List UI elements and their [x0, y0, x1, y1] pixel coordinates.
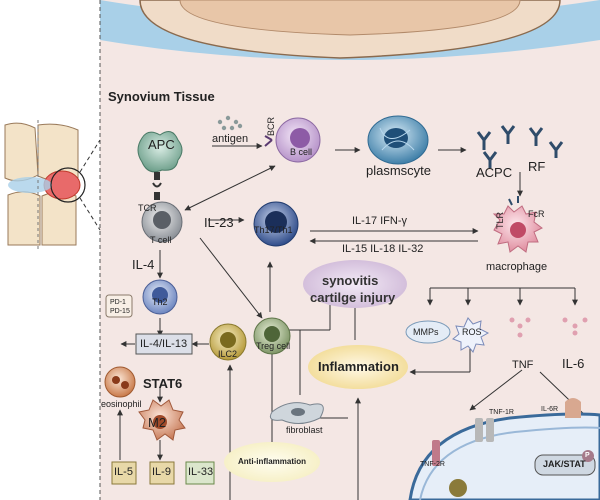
- il9-box: [149, 461, 175, 485]
- m2-macrophage-cell: [138, 399, 186, 441]
- plasmacyte-label: plasmscyte: [366, 163, 432, 178]
- m2-label: M2: [148, 415, 167, 430]
- tnf1r-label: TNF-1R: [489, 409, 514, 416]
- il5-label: IL-5: [114, 466, 133, 478]
- antigen-dots: [217, 115, 243, 131]
- il23-label: IL-23: [204, 215, 234, 230]
- ilc2-label: ILC2: [218, 349, 238, 359]
- eosinophil-cell: [104, 366, 136, 398]
- il9-label: IL-9: [152, 466, 171, 478]
- acpc-label: ACPC: [476, 165, 513, 180]
- jak-stat-box: [534, 454, 596, 476]
- anti-inflammation-bubble: [224, 442, 320, 482]
- apc-cell: [137, 130, 183, 200]
- pd1-label: PD-1: [110, 299, 126, 306]
- th17-label: Th17/Th1: [254, 225, 293, 235]
- section-title: Synovium Tissue: [108, 89, 215, 104]
- il5-box: [111, 461, 137, 485]
- il4-label: IL-4: [132, 257, 155, 272]
- t-cell-label: T cell: [150, 235, 172, 245]
- eosinophil-label: eosinophil: [101, 399, 142, 409]
- b-cell: [264, 117, 321, 163]
- il17-ifn-label: IL-17 IFN-γ: [352, 215, 408, 227]
- th17-th1-cell: [253, 201, 299, 247]
- th2-label: Th2: [152, 297, 168, 307]
- mmps-bubble: [405, 320, 451, 344]
- inflammation-bubble: [308, 345, 408, 389]
- pathway-arrows: [117, 143, 591, 500]
- il6r-label: IL-6R: [541, 406, 559, 413]
- il6-label: IL-6: [562, 356, 585, 371]
- mmps-label: MMPs: [413, 327, 439, 337]
- il4-il13-box: [135, 333, 193, 355]
- macrophage-cell: [492, 196, 543, 253]
- il4-il13-label: IL-4/IL-13: [140, 338, 188, 350]
- synovitis-bubble: [303, 260, 407, 308]
- fibroblast-cell: [269, 402, 324, 424]
- tlr-label: TLR: [495, 211, 506, 230]
- tnf2r-label: TNF-2R: [420, 461, 445, 468]
- pd-box: [105, 294, 133, 318]
- apc-label: APC: [148, 137, 175, 152]
- th2-cell: [142, 279, 178, 315]
- inflammation-label: Inflammation: [318, 359, 399, 374]
- ilc2-cell: [209, 323, 247, 361]
- fcr-label: FcR: [528, 209, 545, 219]
- knee-joint-icon: [0, 120, 101, 250]
- rf-label: RF: [528, 159, 546, 174]
- t-cell: [141, 201, 183, 243]
- cytokine-dots: [509, 317, 588, 338]
- il15-18-32-label: IL-15 IL-18 IL-32: [342, 243, 424, 255]
- antibodies-icon: [476, 125, 564, 168]
- il33-label: IL-33: [188, 466, 214, 478]
- phospho-label: P: [585, 452, 590, 459]
- antigen-label: antigen: [212, 133, 249, 145]
- macrophage-label: macrophage: [486, 261, 548, 273]
- pd15-label: PD-15: [110, 308, 130, 315]
- tnf-label: TNF: [512, 359, 534, 371]
- treg-label: Treg cell: [256, 341, 291, 351]
- plasmacyte-cell: [367, 115, 429, 165]
- jak-stat-label: JAK/STAT: [543, 459, 586, 469]
- ros-label: ROS: [462, 327, 482, 337]
- treg-cell: [253, 317, 291, 355]
- b-cell-label: B cell: [290, 147, 313, 157]
- ros-burst-icon: [452, 317, 490, 353]
- fibroblast-label: fibroblast: [286, 425, 323, 435]
- target-cell-membrane: [408, 398, 600, 500]
- tcr-label: TCR: [138, 203, 157, 213]
- synovitis-line1: synovitis: [322, 273, 379, 288]
- stat6-label: STAT6: [143, 376, 183, 391]
- synovium-background: [99, 0, 600, 500]
- synovitis-line2: cartilge injury: [310, 290, 396, 305]
- il33-box: [185, 461, 215, 485]
- bcr-label: BCR: [266, 116, 277, 137]
- anti-inflammation-label: Anti-inflammation: [238, 457, 306, 466]
